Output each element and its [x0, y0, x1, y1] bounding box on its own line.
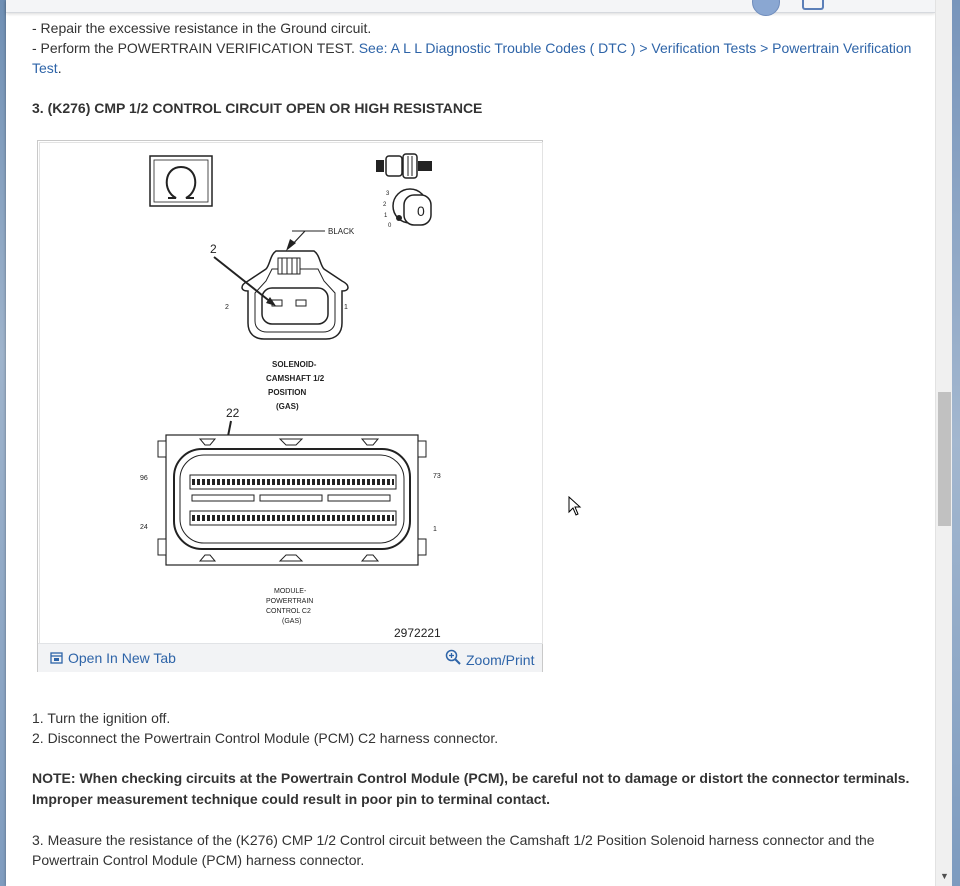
mouse-cursor-icon	[568, 495, 582, 521]
ignition-pos-2: 2	[383, 202, 387, 208]
step-3: 3. Measure the resistance of the (K276) …	[32, 832, 875, 868]
step-2: 2. Disconnect the Powertrain Control Mod…	[32, 730, 499, 746]
zoom-in-icon	[445, 649, 461, 665]
open-new-tab-label: Open In New Tab	[68, 650, 176, 666]
pcm-c2-connector	[157, 434, 427, 566]
ignition-pos-0: 0	[388, 223, 392, 229]
pin-callout-module: 22	[226, 406, 240, 420]
scrollbar-thumb[interactable]	[938, 392, 951, 526]
solenoid-pin-right: 1	[344, 304, 348, 311]
open-new-tab-icon	[50, 652, 63, 664]
window-frame-left	[0, 0, 8, 886]
step-1: 1. Turn the ignition off.	[32, 710, 171, 726]
open-new-tab-button[interactable]: Open In New Tab	[50, 650, 176, 666]
solenoid-label-line3: POSITION	[268, 388, 306, 397]
solenoid-label-line2: CAMSHAFT 1/2	[266, 374, 325, 383]
section-heading: 3. (K276) CMP 1/2 CONTROL CIRCUIT OPEN O…	[32, 100, 483, 116]
zoom-print-button[interactable]: Zoom/Print	[445, 646, 534, 668]
note-line-1: NOTE: When checking circuits at the Powe…	[32, 770, 910, 786]
solenoid-label-line1: SOLENOID-	[272, 360, 317, 369]
diagram-area: 0 3 2 1 0 BLACK	[39, 142, 543, 644]
verification-test-link[interactable]: See: A L L Diagnostic Trouble Codes ( DT…	[32, 40, 912, 76]
wiring-figure: 0 3 2 1 0 BLACK	[37, 140, 543, 672]
vertical-scrollbar[interactable]: ▼	[935, 0, 953, 886]
intro-text: - Repair the excessive resistance in the…	[32, 18, 912, 78]
module-pin-73: 73	[433, 473, 441, 480]
ignition-pos-1: 1	[384, 213, 388, 219]
figure-number: 2972221	[394, 626, 441, 640]
module-pin-1: 1	[433, 526, 437, 533]
note-line-2: Improper measurement technique could res…	[32, 791, 551, 807]
solenoid-pin-left: 2	[225, 304, 229, 311]
module-label-line1: MODULE-	[274, 588, 307, 595]
steps-list: 1. Turn the ignition off. 2. Disconnect …	[32, 708, 912, 748]
black-label: BLACK	[328, 227, 355, 236]
connector-diagram: 0 3 2 1 0 BLACK	[140, 153, 441, 640]
perform-text: - Perform the POWERTRAIN VERIFICATION TE…	[32, 40, 359, 56]
perform-line: - Perform the POWERTRAIN VERIFICATION TE…	[32, 38, 912, 78]
document-icon[interactable]	[802, 0, 824, 10]
zoom-print-label: Zoom/Print	[466, 652, 535, 668]
window-frame-right	[952, 0, 960, 886]
ignition-key-label: 0	[417, 203, 425, 219]
perform-period: .	[57, 60, 62, 76]
module-label-line4: (GAS)	[282, 618, 301, 625]
top-toolbar	[6, 0, 935, 16]
scroll-down-arrow-icon[interactable]: ▼	[940, 871, 949, 881]
repair-line: - Repair the excessive resistance in the…	[32, 20, 372, 36]
module-pin-96: 96	[140, 475, 148, 482]
ohmmeter-icon	[149, 155, 213, 207]
solenoid-connector	[241, 250, 349, 340]
disconnect-connector-icon	[376, 153, 432, 179]
module-label-line3: CONTROL C2	[266, 608, 311, 615]
figure-action-bar: Open In New Tab Zoom/Print	[38, 643, 542, 672]
ignition-off-icon: 0 3 2 1 0	[383, 188, 432, 229]
module-label-line2: POWERTRAIN	[266, 598, 313, 605]
module-pin-24: 24	[140, 524, 148, 531]
pin-callout-top: 2	[210, 242, 217, 256]
note-block: NOTE: When checking circuits at the Powe…	[32, 768, 912, 810]
profile-button[interactable]	[752, 0, 780, 16]
solenoid-label-line4: (GAS)	[276, 402, 299, 411]
ignition-pos-3: 3	[386, 191, 390, 197]
